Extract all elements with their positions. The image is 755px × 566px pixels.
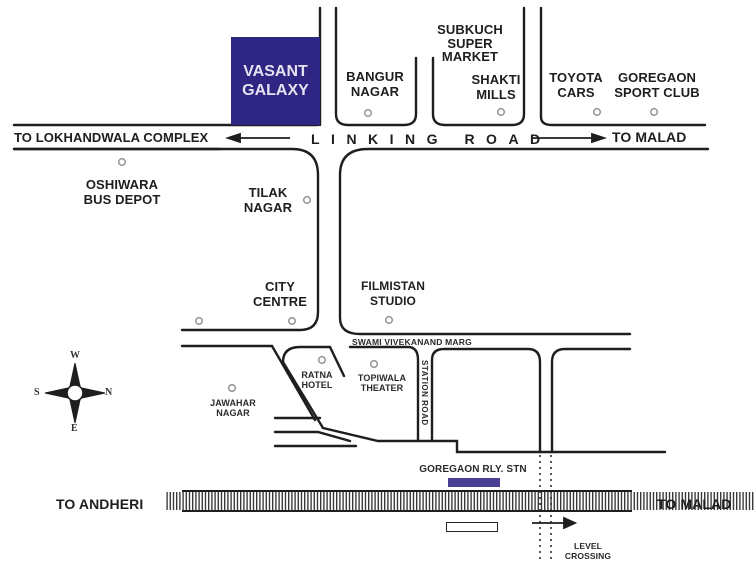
jawahar-nagar-label: JAWAHAR NAGAR [210, 398, 256, 418]
topiwala-theater-label: TOPIWALA THEATER [357, 373, 407, 393]
to-lokhandwala-label: TO LOKHANDWALA COMPLEX [14, 130, 209, 145]
subkuch-super-market-label: SUBKUCH SUPER MARKET [437, 22, 503, 64]
to-malad-top-label: TO MALAD [612, 129, 687, 145]
swami-vivekanand-marg-label: SWAMI VIVEKANAND MARG [352, 337, 472, 347]
bangur-nagar-label: BANGUR NAGAR [346, 69, 404, 99]
compass-south: S [34, 387, 40, 398]
to-andheri-label: TO ANDHERI [56, 496, 144, 512]
linking-road-label: LINKING ROAD [311, 131, 552, 147]
station-road-label: STATION ROAD [420, 360, 429, 426]
road-arrows [225, 132, 607, 144]
ratna-hotel-label: RATNA HOTEL [301, 370, 333, 390]
compass-east: E [71, 423, 78, 434]
oshiwara-bus-depot-label: OSHIWARA BUS DEPOT [83, 177, 161, 207]
compass-north: N [105, 387, 113, 398]
filmistan-studio-label: FILMISTAN STUDIO [361, 279, 425, 308]
tilak-nagar-label: TILAK NAGAR [243, 185, 293, 215]
project-name: VASANT GALAXY [242, 63, 309, 99]
platform-outline [446, 522, 498, 532]
goregaon-sport-club-label: GOREGAON SPORT CLUB [614, 70, 700, 100]
to-malad-bottom-label: TO MALAD [657, 496, 732, 512]
goregaon-station-marker[interactable] [448, 478, 500, 487]
shakti-mills-label: SHAKTI MILLS [471, 72, 521, 102]
vasant-galaxy-project[interactable]: VASANT GALAXY [231, 37, 320, 125]
railway-track [165, 490, 755, 512]
landmark-markers [117, 107, 659, 393]
level-crossing-arrow [532, 516, 578, 530]
goregaon-rly-stn-label: GOREGAON RLY. STN [419, 464, 527, 475]
roads [12, 6, 710, 454]
compass-rose [44, 362, 106, 424]
toyota-cars-label: TOYOTA CARS [549, 70, 603, 100]
city-centre-label: CITY CENTRE [252, 279, 308, 309]
level-crossing-label: LEVEL CROSSING [564, 541, 612, 561]
compass-west: W [70, 350, 80, 361]
